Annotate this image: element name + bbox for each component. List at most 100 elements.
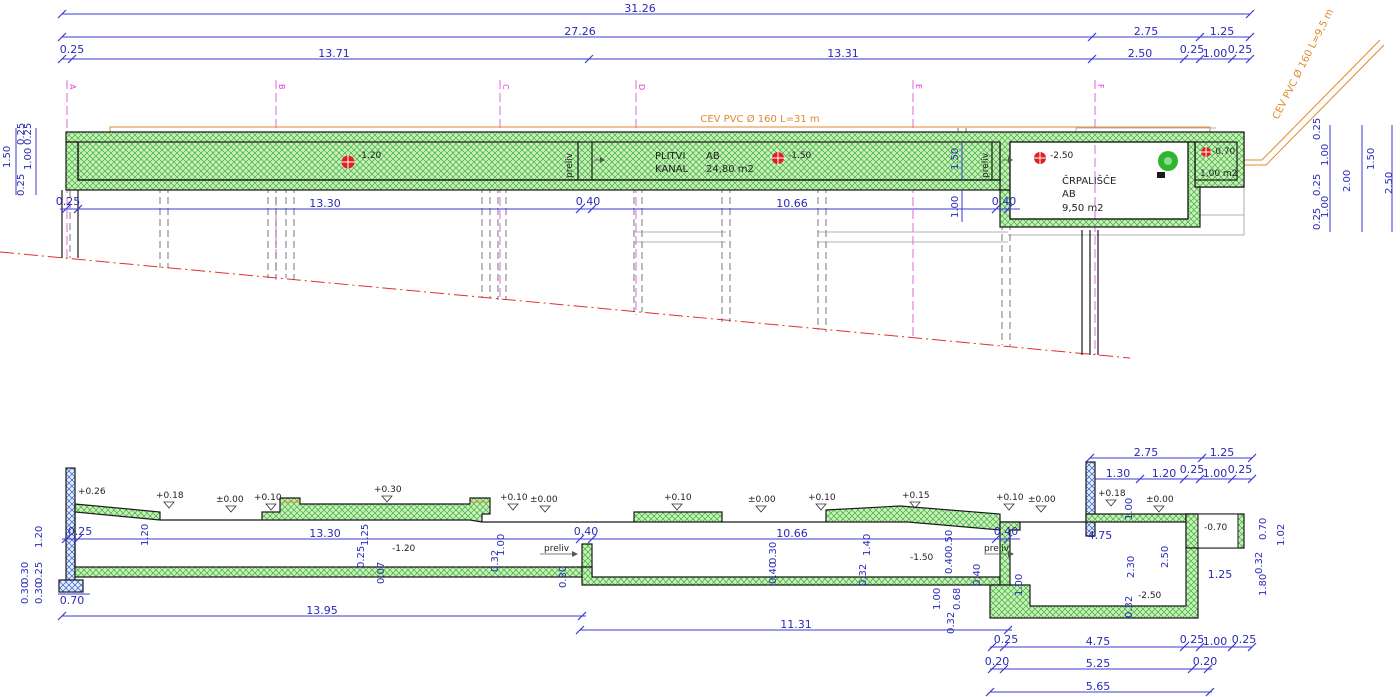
dim-row3-0: 0.25 [60, 43, 85, 56]
plan-right-dim-0: 0.25 [1312, 118, 1323, 140]
small-room-area: 1,00 m2 [1200, 169, 1237, 179]
plan-inner-dimensions: 0.25 13.30 0.40 10.66 0.40 1.00 1.50 [56, 142, 1020, 222]
axis-label-b: B [277, 84, 286, 90]
plan-walls [65, 131, 1245, 228]
sec-v-dim-7: 0.25 [356, 546, 367, 568]
sec-top-level-3: +0.10 [254, 493, 282, 503]
level-marker-icon [1199, 145, 1213, 159]
sec-v-dim-29: 1.80 [1258, 574, 1269, 596]
axis-label-d: D [637, 84, 646, 90]
sec-top-level-2: ±0.00 [216, 495, 244, 505]
dim-row2-far-right: 1.25 [1210, 25, 1235, 38]
section-vertical-dimensions: 1.20 0.30 0.25 0.30 0.30 1.20 1.25 0.25 … [20, 498, 1287, 634]
sec-top-level-6: ±0.00 [530, 495, 558, 505]
sec-v-dim-14: 1.40 [862, 534, 873, 556]
sec-v-dim-0: 1.20 [34, 526, 45, 548]
plan-inner-dim-6: 1.50 [950, 148, 961, 170]
sec-br-dim-0: 0.25 [994, 633, 1019, 646]
channel-name-2: KANAL [655, 164, 689, 175]
sec-v-dim-31: 1.00 [1124, 498, 1135, 520]
plan-level-2: -1.50 [788, 151, 812, 161]
axis-label-e: E [914, 84, 923, 89]
sec-v-dim-3: 0.30 [20, 582, 31, 604]
section-view: 2.75 1.25 1.30 1.20 0.25 1.00 0.25 [20, 446, 1287, 697]
plan-level-4: -0.70 [1212, 147, 1236, 157]
plan-right-dim-1: 1.00 [1320, 144, 1331, 166]
sec-v-dim-18: 0.40 [972, 564, 983, 586]
plan-left-dim-1: 0.25 [16, 123, 27, 145]
plan-preliv-1: preliv [565, 152, 575, 178]
plan-right-dim-7: 2.50 [1384, 172, 1395, 194]
sec-inner-dim-1: 13.30 [309, 527, 341, 540]
section-bottom-dimensions: 0.70 13.95 11.31 [57, 593, 1013, 635]
sec-preliv-2: preliv [984, 544, 1010, 554]
sec-v-dim-19: 1.00 [932, 588, 943, 610]
axis-label-f: F [1096, 84, 1105, 89]
sec-inner-level-2: -2.50 [1138, 591, 1162, 601]
plan-top-dimensions: 31.26 27.26 2.75 1.25 0.25 13.71 13.31 2… [57, 2, 1255, 64]
sec-v-dim-20: 0.32 [946, 612, 957, 634]
sec-top-level-10: +0.15 [902, 491, 930, 501]
dim-row3-5: 1.00 [1203, 47, 1228, 60]
plan-right-dim-5: 0.25 [1312, 208, 1323, 230]
sec-v-dim-24: 2.50 [1160, 546, 1171, 568]
sec-v-dim-27: 0.70 [1258, 518, 1269, 540]
sec-rt-dim-1: 1.25 [1210, 446, 1235, 459]
plan-right-dim-4: 1.00 [1320, 196, 1331, 218]
plan-left-dim-4: 0.25 [23, 123, 34, 145]
sec-inner-dim-5: 4.75 [1088, 529, 1113, 542]
sec-v-dim-5: 1.20 [140, 524, 151, 546]
sec-top-level-11: +0.10 [996, 493, 1024, 503]
sec-rt-dim-2: 1.30 [1106, 467, 1131, 480]
pump-icon [1157, 151, 1178, 178]
dim-row2-main: 27.26 [564, 25, 596, 38]
plan-inner-dim-1: 13.30 [309, 197, 341, 210]
sec-v-dim-4: 0.30 [34, 582, 45, 604]
sec-v-dim-1: 0.30 [20, 562, 31, 584]
dim-row3-4: 0.25 [1180, 43, 1205, 56]
plan-level-3: -2.50 [1050, 151, 1074, 161]
sec-v-dim-21: 0.68 [952, 588, 963, 610]
plan-left-dim-3: 0.25 [16, 174, 27, 196]
sec-v-dim-23: 2.30 [1126, 556, 1137, 578]
sec-top-level-12: ±0.00 [1028, 495, 1056, 505]
sec-v-dim-22: 1.00 [1014, 574, 1025, 596]
sec-v-dim-26: 0.32 [1254, 552, 1265, 574]
plan-right-dim-3: 2.00 [1342, 170, 1353, 192]
sec-inner-dim-3: 10.66 [776, 527, 808, 540]
level-marker-icon [770, 150, 786, 166]
sec-inner-level-3: -0.70 [1204, 523, 1228, 533]
sec-top-level-5: +0.10 [500, 493, 528, 503]
axis-label-c: C [501, 84, 510, 90]
sec-inner-dim-4: 0.40 [994, 525, 1019, 538]
sec-top-level-13: +0.18 [1098, 489, 1126, 499]
sec-v-dim-30: 1.25 [1208, 568, 1233, 581]
plan-right-dim-6: 1.50 [1366, 148, 1377, 170]
section-inner-dimensions: 0.25 13.30 0.40 10.66 0.40 4.75 [61, 525, 1113, 544]
channel-area: 24,80 m2 [706, 164, 754, 175]
sec-v-dim-28: 1.02 [1276, 524, 1287, 546]
plan-inner-dim-3: 10.66 [776, 197, 808, 210]
sec-v-dim-8: 0.07 [376, 562, 387, 584]
plan-inner-dim-4: 0.40 [992, 195, 1017, 208]
sec-bottom-dim-0: 0.70 [60, 594, 85, 607]
sec-br-dim-4: 0.25 [1232, 633, 1257, 646]
sec-top-level-7: +0.10 [664, 493, 692, 503]
sec-br-dim-3: 1.00 [1203, 635, 1228, 648]
sec-top-level-9: +0.10 [808, 493, 836, 503]
sec-rt-dim-4: 0.25 [1180, 463, 1205, 476]
sec-br-dim-6: 5.25 [1086, 657, 1111, 670]
sec-top-level-0: +0.26 [78, 487, 106, 497]
sec-v-dim-9: 1.00 [496, 534, 507, 556]
sec-br-dim-2: 0.25 [1180, 633, 1205, 646]
sec-bottom-dim-2: 11.31 [780, 618, 812, 631]
plan-left-dim-0: 1.50 [2, 146, 13, 168]
sec-br-dim-8: 5.65 [1086, 680, 1111, 693]
section-right-top-dimensions: 2.75 1.25 1.30 1.20 0.25 1.00 0.25 [1085, 446, 1257, 484]
sec-br-dim-7: 0.20 [1193, 655, 1218, 668]
section-left-post [65, 467, 76, 581]
section-top-levels: +0.26 +0.18 ±0.00 +0.10 +0.30 +0.10 ±0.0… [78, 485, 1174, 513]
sec-inner-level-0: -1.20 [392, 544, 416, 554]
plan-view: 31.26 27.26 2.75 1.25 0.25 13.71 13.31 2… [0, 2, 1395, 359]
